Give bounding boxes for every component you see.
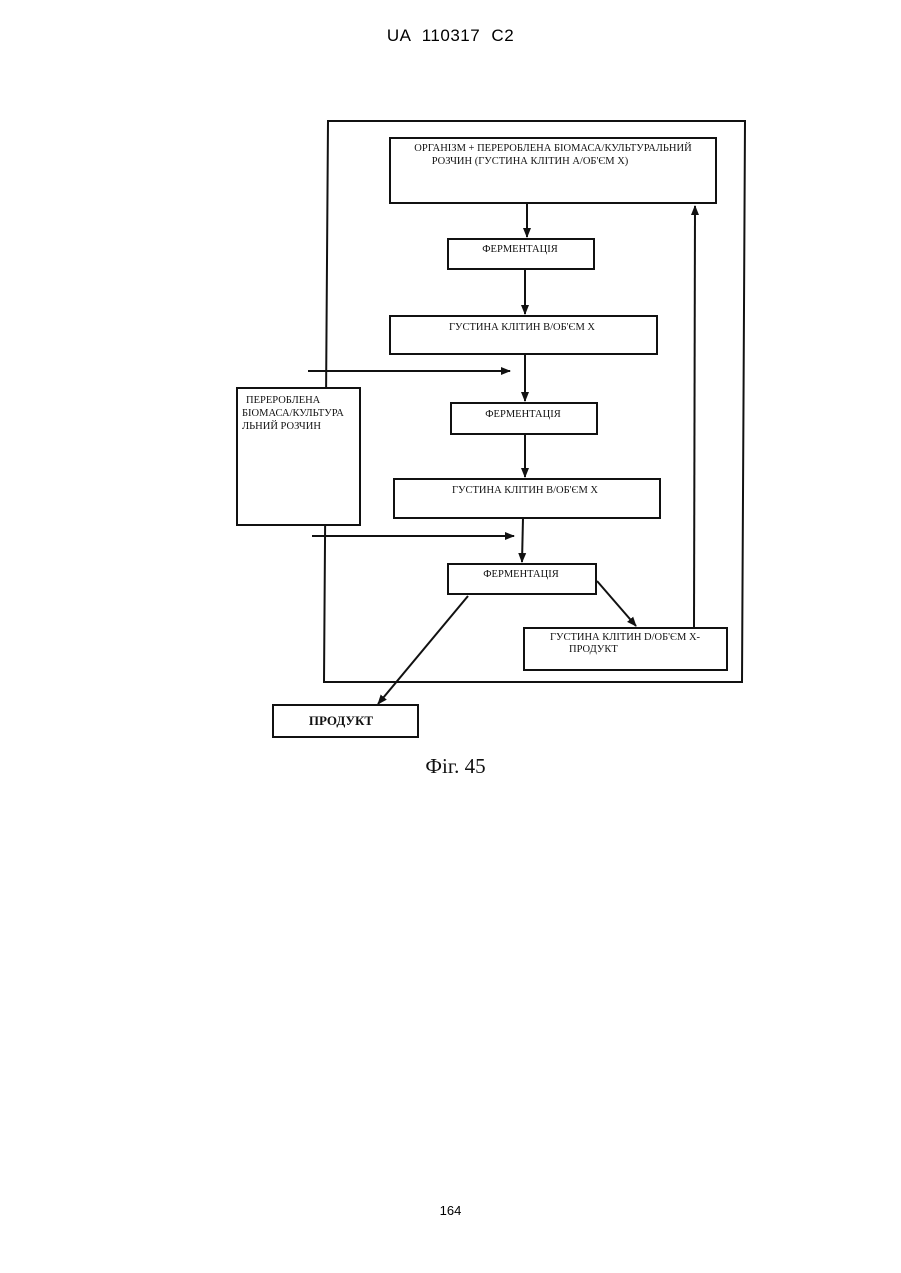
node-fermentation-1-label: ФЕРМЕНТАЦІЯ: [482, 244, 557, 255]
node-organism-biomass-line1: ОРГАНІЗМ + ПЕРЕРОБЛЕНА БІОМАСА/КУЛЬТУРАЛ…: [414, 142, 692, 154]
node-processed-biomass-feed-line2: БІОМАСА/КУЛЬТУРА: [242, 408, 344, 419]
node-fermentation-2-label: ФЕРМЕНТАЦІЯ: [485, 409, 560, 420]
node-processed-biomass-feed-line3: ЛЬНИЙ РОЗЧИН: [242, 420, 321, 432]
edge-density2-to-ferm3: [522, 518, 523, 562]
node-density-d-product-line1: ГУСТИНА КЛІТИН D/ОБ'ЄМ Х-: [550, 632, 701, 643]
node-processed-biomass-feed-line1: ПЕРЕРОБЛЕНА: [246, 395, 321, 406]
edge-ferm3-to-density-d: [597, 581, 636, 626]
node-product-label: ПРОДУКТ: [309, 713, 374, 728]
figure-caption: Фіг. 45: [0, 754, 901, 779]
node-fermentation-3-label: ФЕРМЕНТАЦІЯ: [483, 569, 558, 580]
node-density-b-2-label: ГУСТИНА КЛІТИН В/ОБ'ЄМ Х: [452, 485, 598, 496]
edge-density-d-recycle-to-start: [694, 206, 695, 628]
node-density-b-1-label: ГУСТИНА КЛІТИН В/ОБ'ЄМ Х: [449, 322, 595, 333]
node-organism-biomass-line2: РОЗЧИН (ГУСТИНА КЛІТИН А/ОБ'ЄМ Х): [432, 156, 629, 167]
page-number: 164: [0, 1203, 901, 1218]
node-density-d-product-line2: ПРОДУКТ: [569, 644, 618, 655]
process-boundary-frame: [324, 121, 745, 682]
edge-ferm3-to-product: [378, 596, 468, 704]
